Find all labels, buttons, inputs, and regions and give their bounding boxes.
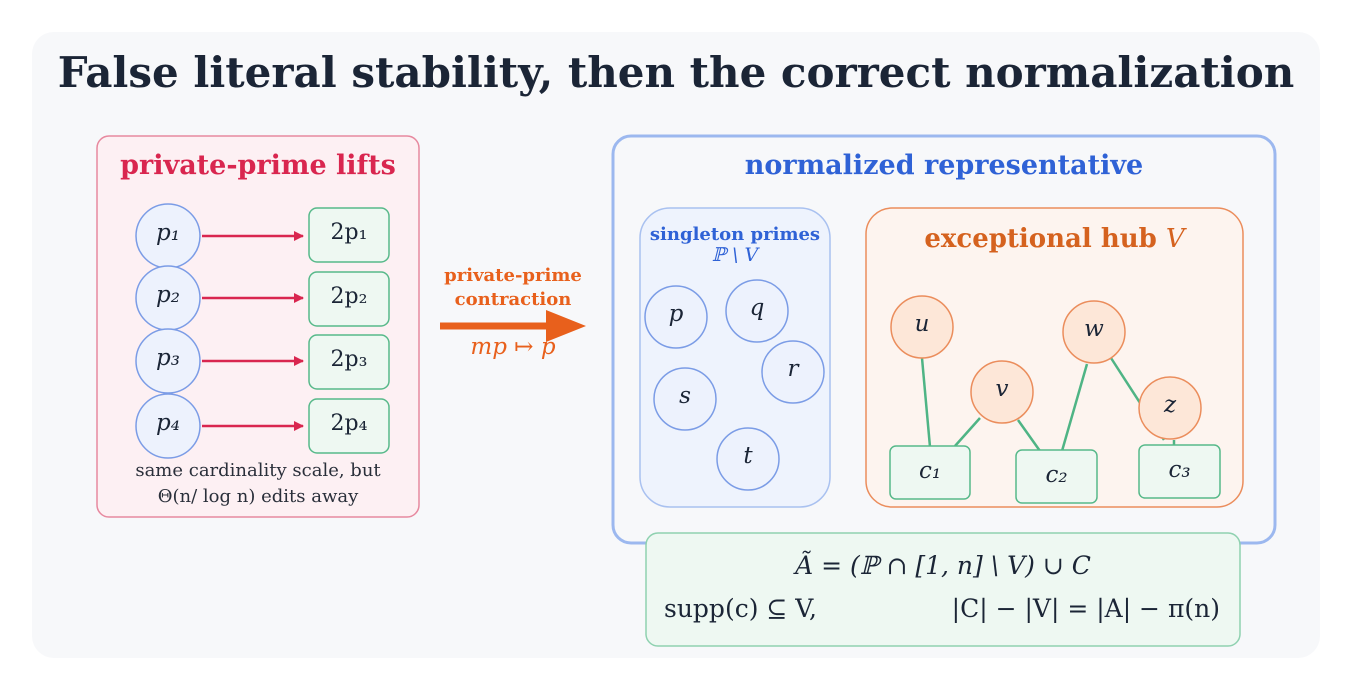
lift-source-label: p₂ [156, 282, 180, 308]
lift-source-label: p₁ [156, 220, 180, 246]
singleton-box [639, 207, 831, 508]
hub-component-label: c₁ [918, 458, 942, 484]
lifts-caption-line2: Θ(n/ log n) edits away [157, 486, 359, 507]
contraction-map: mp ↦ p [470, 334, 556, 360]
hub-title-text: exceptional hub [924, 224, 1166, 254]
hub-component [889, 445, 971, 500]
lift-source-node [135, 393, 201, 459]
hub-components [889, 444, 1221, 504]
lift-target-node [308, 271, 390, 327]
contraction-label-line1: private-prime [444, 265, 582, 286]
singleton-node [653, 367, 717, 431]
hub-edge [1016, 419, 1042, 452]
singleton-node [644, 285, 708, 349]
formula-box [645, 532, 1241, 647]
hub-title: exceptional hub V [866, 224, 1243, 254]
lifts-caption-line1: same cardinality scale, but [135, 460, 381, 481]
hub-vertex [890, 295, 954, 359]
hub-vertex [970, 360, 1034, 424]
lifts-left-nodes [135, 203, 201, 459]
lift-target-label: 2p₄ [330, 411, 368, 436]
hub-edge [920, 357, 932, 448]
hub-component [1138, 444, 1221, 499]
singleton-label: r [787, 356, 799, 382]
formula-line2-right: |C| − |V| = |A| − π(n) [951, 594, 1220, 623]
hub-vertices [890, 295, 1202, 440]
singleton-node [725, 279, 789, 343]
hub-edge [954, 417, 981, 447]
lift-target-label: 2p₂ [330, 284, 368, 309]
hub-title-variable: V [1165, 224, 1185, 254]
hub-component-label: c₃ [1168, 457, 1191, 483]
hub-vertex [1138, 376, 1202, 440]
lift-target-label: 2p₁ [330, 220, 368, 245]
lift-source-label: p₄ [156, 410, 180, 436]
hub-box [865, 207, 1244, 508]
hub-vertex-label: u [914, 311, 930, 337]
lifts-right-nodes [308, 207, 390, 454]
hub-vertex-label: w [1084, 316, 1104, 342]
lift-source-node [135, 328, 201, 394]
singleton-node [716, 427, 780, 491]
singleton-node [761, 340, 825, 404]
singleton-subtitle: ℙ \ V [711, 244, 759, 266]
hub-vertex [1062, 300, 1126, 364]
singleton-label: p [668, 301, 684, 327]
lift-target-node [308, 398, 390, 454]
lift-target-node [308, 207, 390, 263]
lift-target-node [308, 334, 390, 390]
singleton-label: q [749, 295, 765, 321]
diagram-title: False literal stability, then the correc… [57, 48, 1295, 97]
singleton-nodes [644, 279, 825, 491]
contraction-arrow-head [546, 310, 586, 342]
singleton-label: s [679, 383, 691, 409]
formula-line1: Ã = (ℙ ∩ [1, n] \ V) ∪ C [795, 551, 1091, 580]
hub-vertex-label: z [1163, 392, 1177, 418]
hub-edge [1060, 363, 1089, 452]
hub-component-label: c₂ [1045, 462, 1068, 488]
hub-component [1015, 449, 1098, 504]
lift-arrows [202, 231, 304, 431]
lift-target-label: 2p₃ [330, 347, 368, 372]
singleton-label: t [743, 443, 753, 469]
contraction-label-line2: contraction [454, 289, 572, 310]
lifts-title: private-prime lifts [120, 150, 396, 181]
lift-source-label: p₃ [156, 345, 180, 371]
singleton-title: singleton primes [649, 224, 821, 245]
hub-vertex-label: v [995, 376, 1009, 402]
formula-line2-left: supp(c) ⊆ V, [664, 594, 817, 623]
normalized-title: normalized representative [744, 150, 1144, 181]
